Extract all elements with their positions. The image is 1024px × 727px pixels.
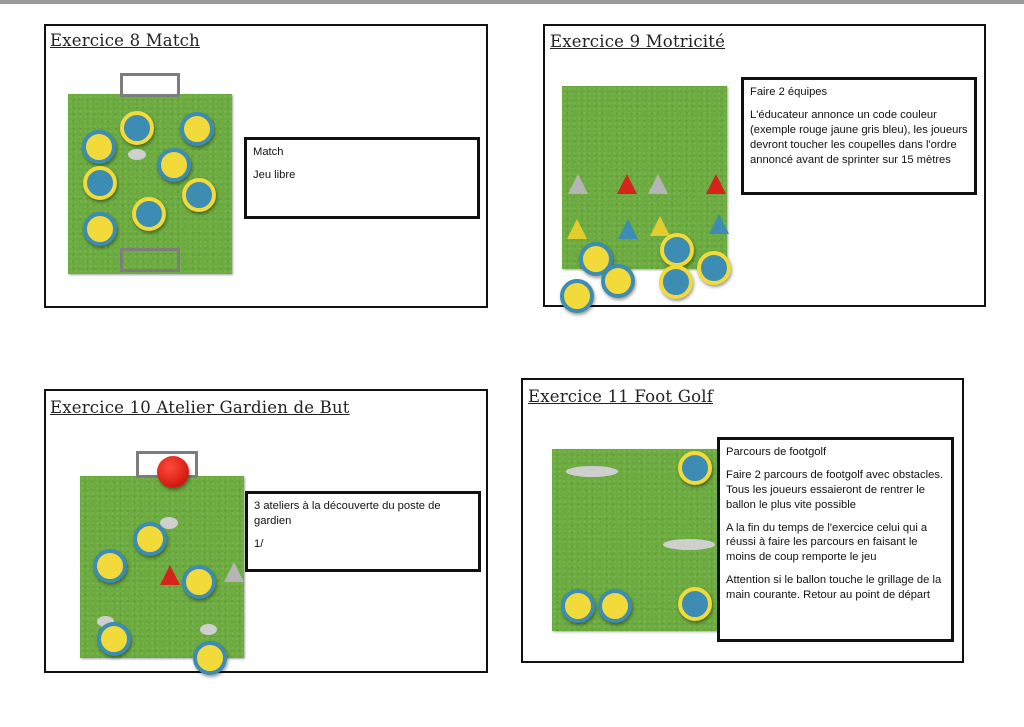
plate-icon bbox=[160, 517, 178, 529]
description-line: Match bbox=[253, 146, 284, 158]
player-yellow-icon bbox=[180, 112, 214, 146]
plate-icon bbox=[566, 466, 618, 477]
plate-icon bbox=[200, 624, 217, 635]
player-yellow-icon bbox=[193, 641, 227, 675]
cone-icon bbox=[568, 174, 588, 194]
cone-icon bbox=[648, 174, 668, 194]
player-yellow-icon bbox=[133, 522, 167, 556]
cone-icon bbox=[224, 562, 244, 582]
player-blue-icon bbox=[132, 197, 166, 231]
player-yellow-icon bbox=[560, 279, 594, 313]
player-blue-icon bbox=[120, 111, 154, 145]
cone-icon bbox=[617, 174, 637, 194]
cone-icon bbox=[709, 214, 729, 234]
description-line: Faire 2 parcours de footgolf avec obstac… bbox=[726, 468, 944, 511]
ball-icon bbox=[157, 456, 189, 488]
page-top-rule bbox=[0, 0, 1024, 4]
player-blue-icon bbox=[697, 251, 731, 285]
player-blue-icon bbox=[182, 178, 216, 212]
description-line: Parcours de footgolf bbox=[726, 446, 827, 458]
player-blue-icon bbox=[678, 587, 712, 621]
player-blue-icon bbox=[660, 233, 694, 267]
description-line: A la fin du temps de l'exercice celui qu… bbox=[726, 521, 928, 564]
exercise-10-description: 3 ateliers à la découverte du poste de g… bbox=[245, 491, 481, 572]
exercise-11-title: Exercice 11 Foot Golf bbox=[528, 387, 713, 406]
player-yellow-icon bbox=[182, 565, 216, 599]
goal-icon bbox=[120, 73, 180, 97]
cone-icon bbox=[567, 219, 587, 239]
exercise-11-description: Parcours de footgolf Faire 2 parcours de… bbox=[717, 437, 954, 642]
exercise-8-description: Match Jeu libre bbox=[244, 137, 480, 219]
player-blue-icon bbox=[83, 166, 117, 200]
player-yellow-icon bbox=[561, 589, 595, 623]
player-blue-icon bbox=[678, 451, 712, 485]
exercise-9-field bbox=[562, 86, 727, 269]
plate-icon bbox=[97, 616, 114, 627]
description-line: Attention si le ballon touche le grillag… bbox=[726, 574, 942, 602]
description-line: Jeu libre bbox=[253, 168, 296, 181]
exercise-9-title: Exercice 9 Motricité bbox=[550, 32, 726, 51]
exercise-10-title: Exercice 10 Atelier Gardien de But bbox=[50, 398, 350, 417]
player-yellow-icon bbox=[157, 148, 191, 182]
player-yellow-icon bbox=[83, 212, 117, 246]
player-blue-icon bbox=[659, 265, 693, 299]
cone-icon bbox=[618, 219, 638, 239]
goal-icon bbox=[120, 248, 180, 272]
plate-icon bbox=[128, 149, 146, 160]
description-line: 1/ bbox=[254, 537, 264, 550]
player-yellow-icon bbox=[82, 130, 116, 164]
cone-icon bbox=[160, 565, 180, 585]
cone-icon bbox=[706, 174, 726, 194]
player-yellow-icon bbox=[598, 589, 632, 623]
description-line: 3 ateliers à la découverte du poste de g… bbox=[254, 500, 441, 527]
plate-icon bbox=[663, 539, 715, 550]
description-line: Faire 2 équipes bbox=[750, 86, 828, 98]
cone-icon bbox=[650, 216, 670, 236]
exercise-9-description: Faire 2 équipes L'éducateur annonce un c… bbox=[741, 77, 977, 195]
exercise-8-title: Exercice 8 Match bbox=[50, 31, 200, 50]
description-line: L'éducateur annonce un code couleur (exe… bbox=[750, 108, 968, 166]
player-yellow-icon bbox=[97, 622, 131, 656]
player-yellow-icon bbox=[601, 264, 635, 298]
player-yellow-icon bbox=[93, 549, 127, 583]
